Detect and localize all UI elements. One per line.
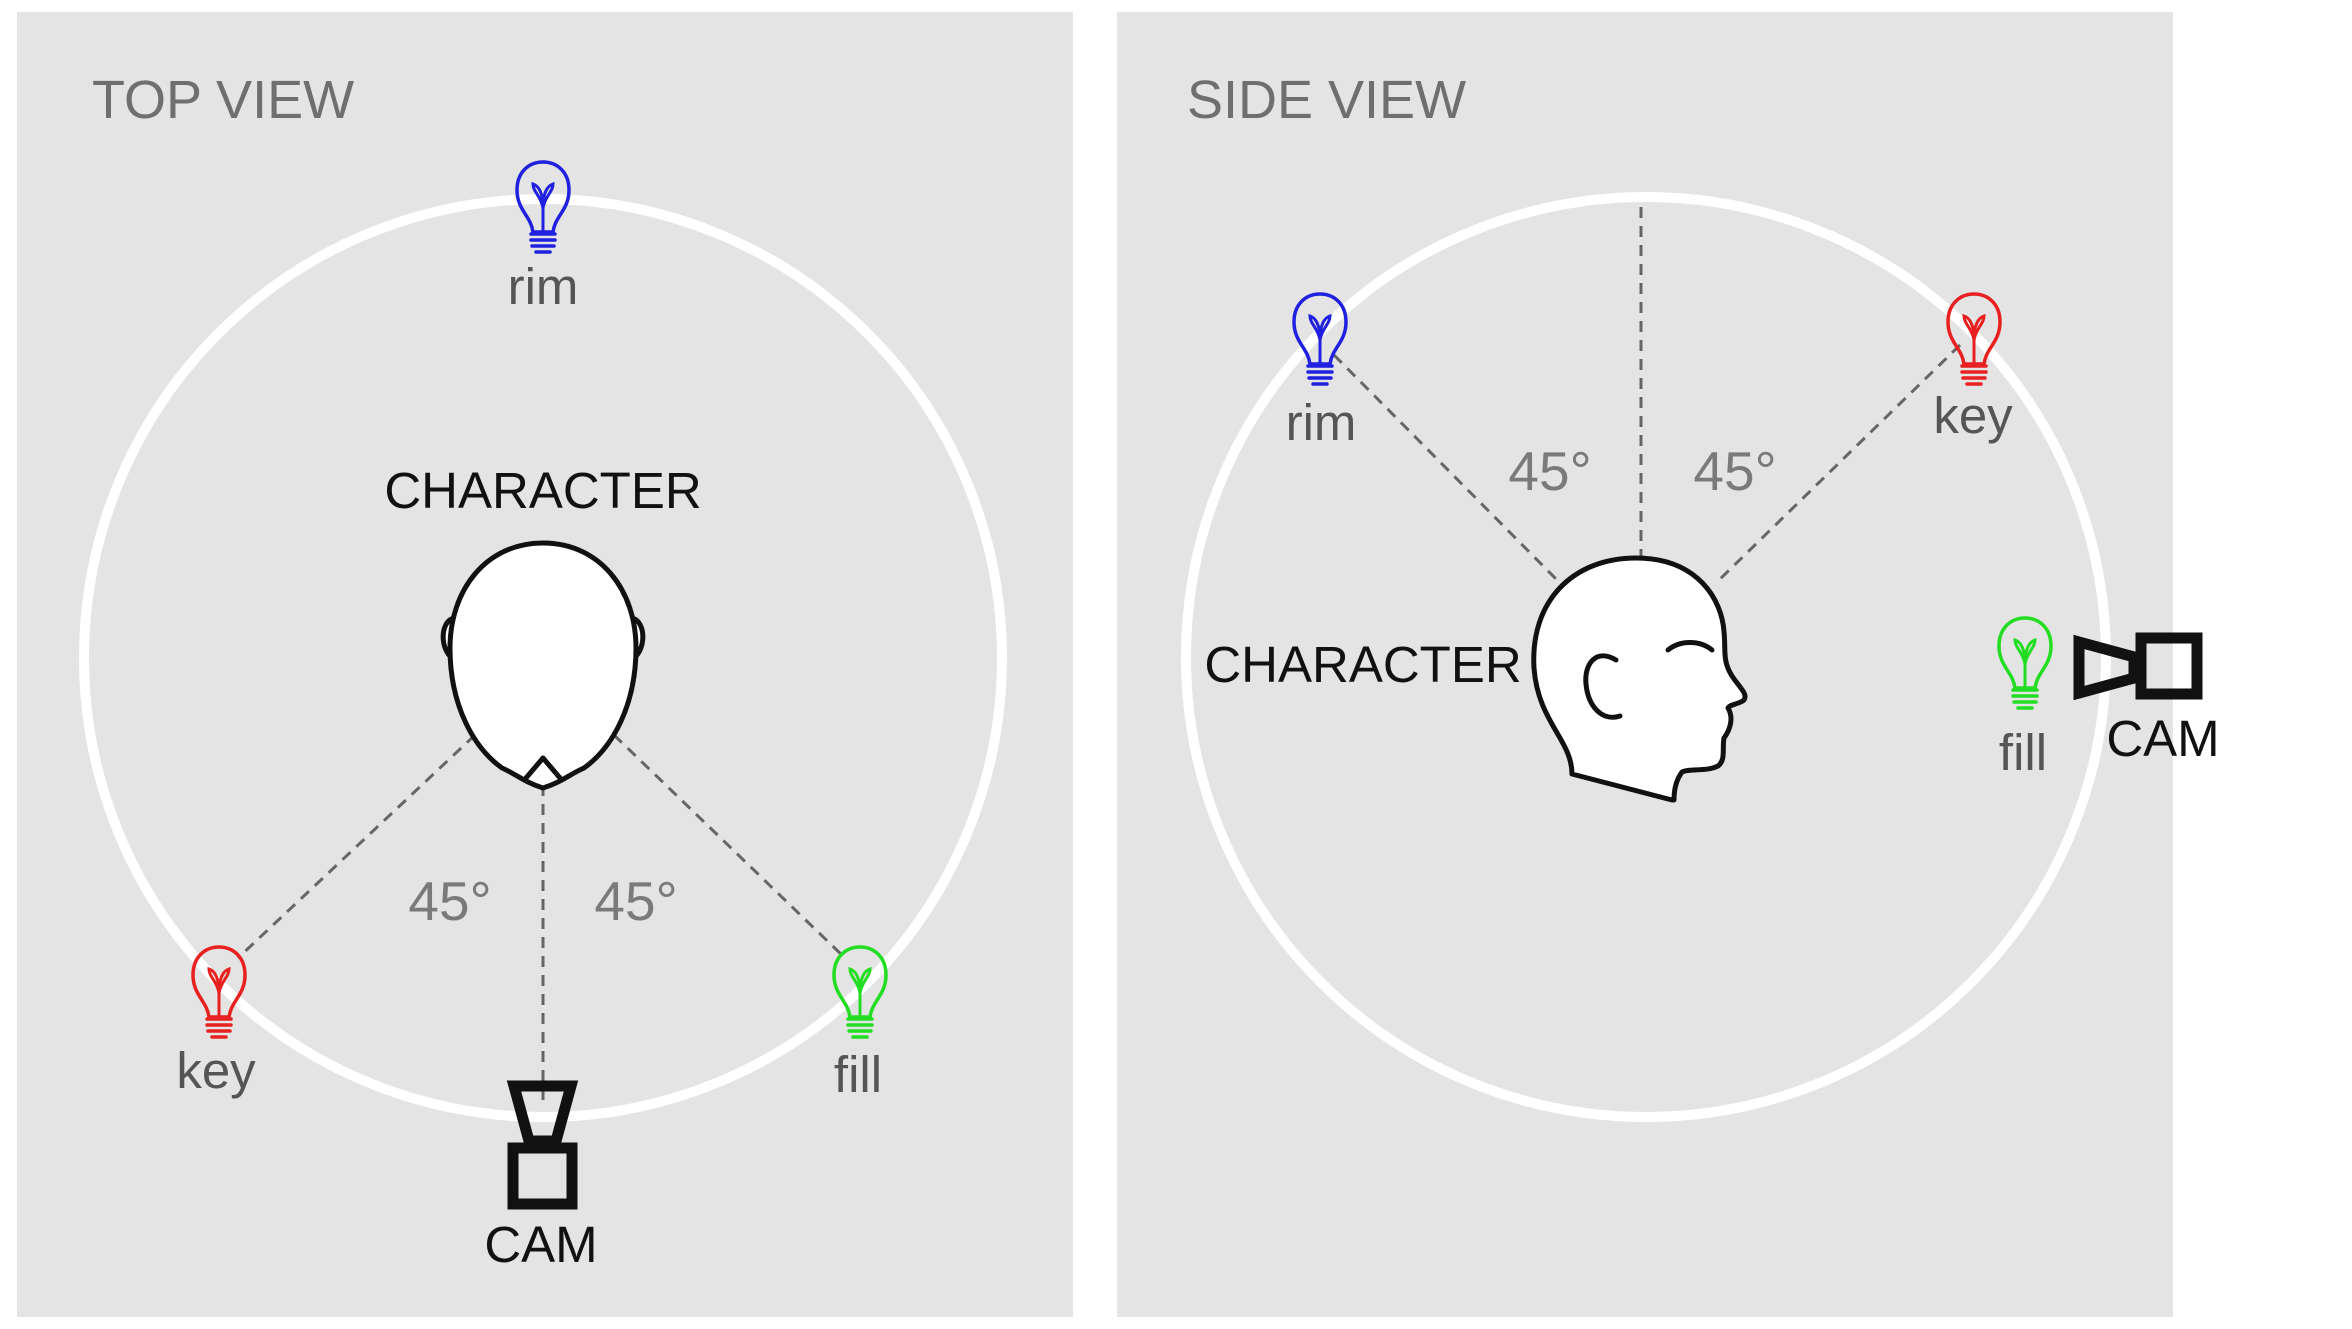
side-key-label: key — [1933, 387, 2013, 444]
side-key-lightbulb-icon — [1946, 292, 2002, 386]
side-fill-label: fill — [1999, 724, 2047, 781]
top-view-title: TOP VIEW — [92, 70, 354, 130]
side-rim-lightbulb-icon — [1292, 292, 1348, 386]
side-angle-right: 45° — [1693, 440, 1776, 502]
side-character-label: CHARACTER — [1204, 636, 1521, 693]
top-fill-label: fill — [834, 1046, 882, 1103]
top-rim-label: rim — [508, 258, 579, 315]
top-key-label: key — [176, 1042, 256, 1099]
side-rim-label: rim — [1286, 394, 1357, 451]
side-angle-left: 45° — [1508, 440, 1591, 502]
side-view-ring — [1181, 192, 2111, 1122]
side-guide-rim — [1332, 353, 1562, 585]
top-camera-label: CAM — [484, 1216, 597, 1273]
top-guide-fill — [612, 733, 847, 960]
top-character-label: CHARACTER — [384, 462, 701, 519]
side-camera-icon — [2073, 632, 2203, 701]
side-head-icon — [1531, 555, 1748, 803]
top-angle-right: 45° — [594, 870, 677, 932]
top-rim-lightbulb-icon — [515, 160, 571, 254]
top-angle-left: 45° — [408, 870, 491, 932]
top-camera-icon — [506, 1080, 579, 1210]
top-fill-lightbulb-icon — [832, 945, 888, 1039]
side-view-title: SIDE VIEW — [1187, 70, 1466, 130]
top-head-icon — [440, 540, 646, 791]
side-camera-label: CAM — [2106, 710, 2219, 767]
side-fill-lightbulb-icon — [1997, 616, 2053, 710]
top-guide-key — [236, 733, 477, 960]
